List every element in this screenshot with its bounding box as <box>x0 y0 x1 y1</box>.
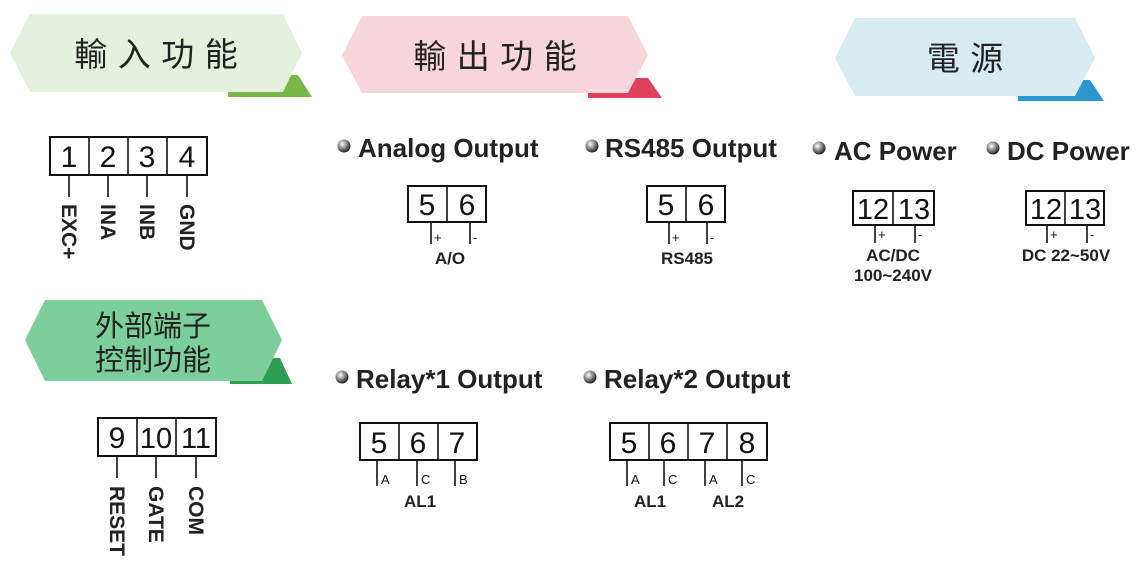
relay1-caption: AL1 <box>404 492 436 511</box>
ac-power-title: AC Power <box>834 136 957 166</box>
banner-power-title: 電 源 <box>927 39 1004 78</box>
ac-caption-line2: 100~240V <box>854 266 933 285</box>
pin-label: + <box>672 230 680 245</box>
dc-caption: DC 22~50V <box>1022 246 1111 265</box>
analog-caption: A/O <box>435 249 465 268</box>
analog-output-section: Analog Output 5 6 + - A/O <box>337 133 539 268</box>
pin-label: + <box>878 227 886 242</box>
rs485-output-title: RS485 Output <box>605 133 777 163</box>
analog-output-title: Analog Output <box>358 133 539 163</box>
terminal-label-exc: EXC+ <box>57 204 80 259</box>
terminal-number: 13 <box>1069 194 1101 226</box>
terminal-number: 9 <box>109 422 126 455</box>
terminal-number: 5 <box>658 189 675 222</box>
terminal-number: 5 <box>621 427 638 460</box>
pin-label: + <box>434 230 442 245</box>
pin-label: - <box>918 227 922 242</box>
ac-power-section: AC Power 12 13 + - AC/DC 100~240V <box>812 136 957 285</box>
bullet-icon <box>583 370 597 384</box>
terminal-number: 12 <box>1030 194 1062 226</box>
dc-power-section: DC Power 12 13 + - DC 22~50V <box>986 136 1130 265</box>
pin-label: - <box>1090 227 1094 242</box>
terminal-number: 11 <box>181 423 211 455</box>
banner-output-title: 輸 出 功 能 <box>413 37 576 76</box>
relay2-caption-al1: AL1 <box>634 492 666 511</box>
bullet-icon <box>335 370 349 384</box>
pin-label: C <box>421 472 430 487</box>
pin-label: C <box>668 472 677 487</box>
terminal-number: 12 <box>857 194 889 226</box>
pin-label: A <box>631 472 640 487</box>
terminal-number: 6 <box>660 427 677 460</box>
banner-hexagon <box>342 16 648 93</box>
external-control-banner: 外部端子 控制功能 <box>25 300 292 384</box>
input-terminal-block: 1 2 3 4 EXC+ INA INB GND <box>49 136 208 259</box>
banner-hexagon <box>10 14 302 92</box>
banner-hexagon <box>835 18 1095 96</box>
banner-hexagon <box>25 300 282 381</box>
power-banner: 電 源 <box>835 18 1104 101</box>
banner-input-title: 輸 入 功 能 <box>74 35 237 74</box>
banner-external-line1: 外部端子 <box>95 309 211 343</box>
terminal-label-ina: INA <box>96 204 119 240</box>
rs485-caption: RS485 <box>661 249 713 268</box>
pin-label: C <box>746 472 755 487</box>
terminal-number: 2 <box>100 141 117 174</box>
terminal-label-gate: GATE <box>144 486 167 543</box>
bullet-icon <box>986 141 1000 155</box>
external-terminal-block: 9 10 11 RESET GATE COM <box>97 417 217 556</box>
bullet-icon <box>812 141 826 155</box>
output-function-banner: 輸 出 功 能 <box>342 16 662 98</box>
terminal-number: 13 <box>898 194 930 226</box>
terminal-number: 10 <box>140 423 172 455</box>
terminal-number: 1 <box>61 141 78 174</box>
terminal-number: 6 <box>459 189 476 222</box>
pin-label: - <box>710 230 714 245</box>
terminal-number: 3 <box>139 141 156 174</box>
pin-label: - <box>473 230 477 245</box>
bullet-icon <box>337 139 351 153</box>
rs485-output-section: RS485 Output 5 6 + - RS485 <box>585 133 777 268</box>
pin-label: + <box>1050 227 1058 242</box>
bullet-icon <box>585 139 599 153</box>
relay1-output-title: Relay*1 Output <box>356 364 543 394</box>
terminal-label-reset: RESET <box>105 486 128 556</box>
relay1-output-section: Relay*1 Output 5 6 7 A C B AL1 <box>335 364 543 511</box>
terminal-number: 7 <box>449 427 466 460</box>
terminal-label-gnd: GND <box>175 204 198 251</box>
terminal-number: 5 <box>419 189 436 222</box>
relay2-output-title: Relay*2 Output <box>604 364 791 394</box>
terminal-number: 6 <box>410 427 427 460</box>
banner-external-line2: 控制功能 <box>95 343 211 377</box>
terminal-number: 8 <box>739 427 756 460</box>
pin-label: B <box>459 472 468 487</box>
terminal-number: 7 <box>699 427 716 460</box>
relay2-output-section: Relay*2 Output 5 6 7 8 A C A C AL1 AL2 <box>583 364 791 511</box>
input-function-banner: 輸 入 功 能 <box>10 14 312 97</box>
dc-power-title: DC Power <box>1007 136 1130 166</box>
terminal-label-inb: INB <box>135 204 158 240</box>
terminal-strip <box>359 422 478 461</box>
pin-label: A <box>709 472 718 487</box>
pin-label: A <box>381 472 390 487</box>
ac-caption-line1: AC/DC <box>866 246 920 265</box>
terminal-strip <box>97 417 217 457</box>
terminal-number: 5 <box>371 427 388 460</box>
terminal-label-com: COM <box>184 486 207 535</box>
terminal-number: 4 <box>179 141 196 174</box>
relay2-caption-al2: AL2 <box>712 492 744 511</box>
terminal-number: 6 <box>698 189 715 222</box>
